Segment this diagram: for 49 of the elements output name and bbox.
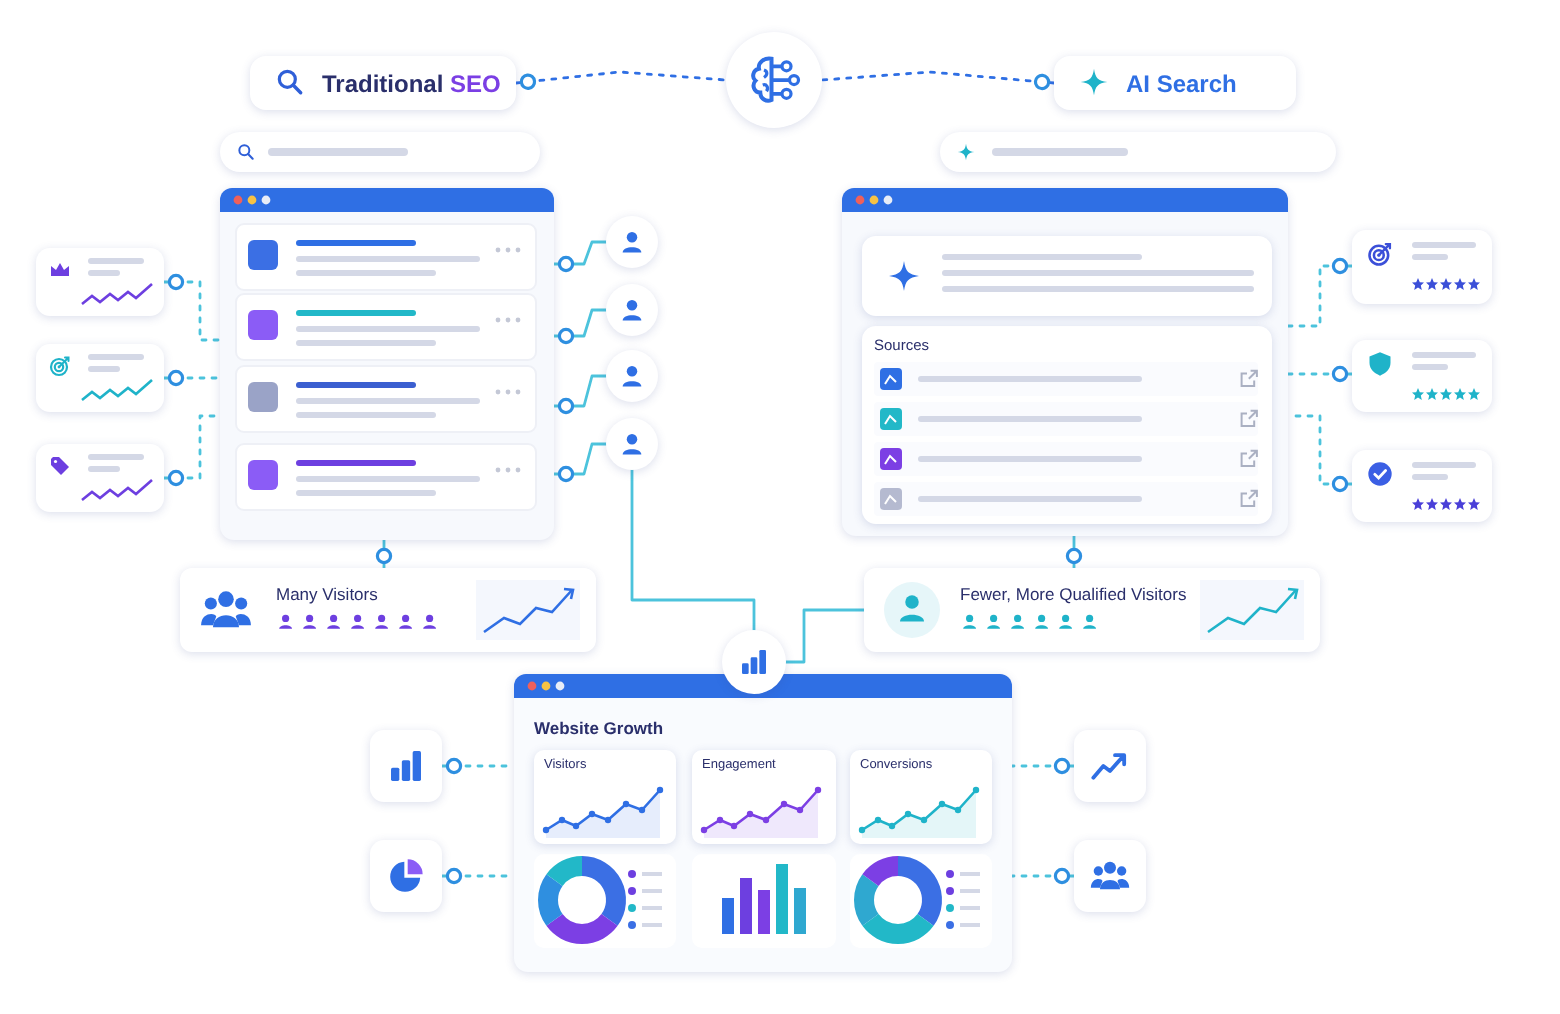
metric-card [692,750,836,844]
dotted-connector [820,70,1056,91]
visitor-badge [606,350,658,402]
trust-card [1352,340,1492,412]
connector-line [630,468,756,632]
visitor-badge [606,284,658,336]
connector-line [1065,534,1083,570]
dotted-connector [514,70,728,90]
ranking-card [36,444,164,512]
answer-card [862,236,1272,316]
connector-line [784,608,866,664]
visitors-panel [180,568,596,652]
analytics-badge [722,630,786,694]
visitor-badge [606,418,658,470]
ai-brain-badge [726,32,822,128]
icon-tile [370,840,442,912]
connector-line [552,374,608,415]
icon-tile [1074,730,1146,802]
ranking-card [36,344,164,412]
sources-panel [862,326,1272,524]
metric-card [850,750,992,844]
icon-tile [1074,840,1146,912]
dotted-connector [1010,867,1076,885]
trust-card [1352,450,1492,522]
ranking-card [36,248,164,316]
dotted-connector [162,273,222,342]
trust-card [1352,230,1492,304]
icon-tile [370,730,442,802]
panel-heading: Many Visitors [276,584,378,604]
pill-label: SEO [450,70,501,98]
window-title: Website Growth [534,718,664,738]
connector-line [552,442,608,483]
dotted-connector [1286,365,1354,383]
dashboard-window [514,674,1012,972]
connector-line [375,538,393,570]
browser-window [842,188,1288,536]
visitors-panel [864,568,1320,652]
pill-label: AI Search [1126,70,1237,98]
panel-heading: Fewer, More Qualified Visitors [960,584,1187,604]
visitor-badge [606,216,658,268]
pill-label: Traditional [322,70,444,98]
dotted-connector [1286,257,1354,328]
dotted-connector [162,369,222,387]
metric-card [534,750,676,844]
topic-pill [1054,56,1296,110]
connector-line [552,240,608,273]
connector-line [552,308,608,345]
topic-pill [250,56,516,110]
dotted-connector [1010,757,1076,775]
